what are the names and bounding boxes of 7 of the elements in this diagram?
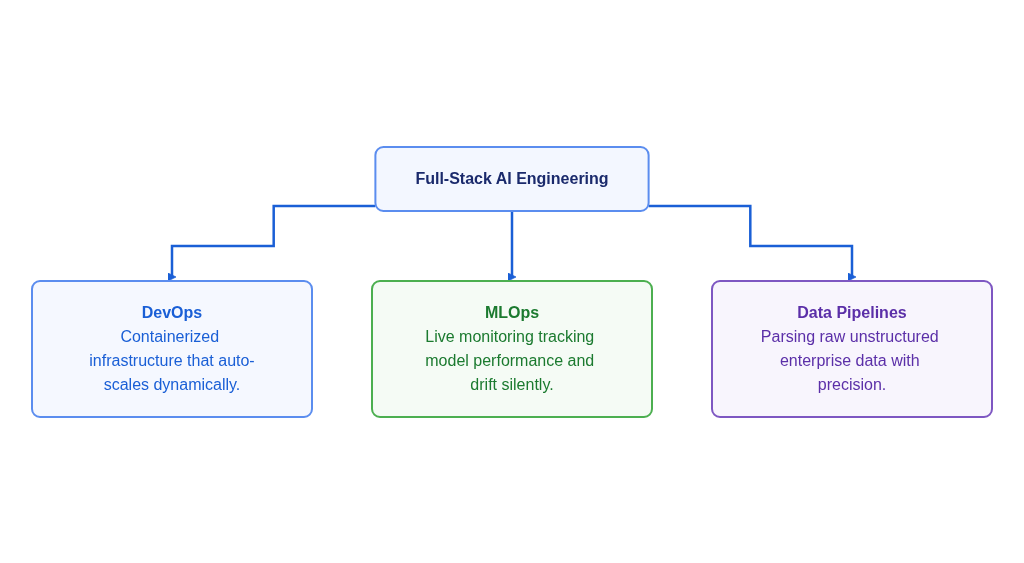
arrow [507,209,517,281]
node-box: Data Pipelines Parsing raw unstructured enterprise data with precision. [711,279,993,418]
node-box: DevOps Containerized infrastructure that auto-scales dynamically. [31,279,313,418]
node-box: MLOps Live monitoring tracking model performance and drift silently. [371,279,653,418]
node-box: Full-Stack AI Engineering [374,145,650,212]
arrow [167,204,376,281]
arrow [648,204,857,281]
